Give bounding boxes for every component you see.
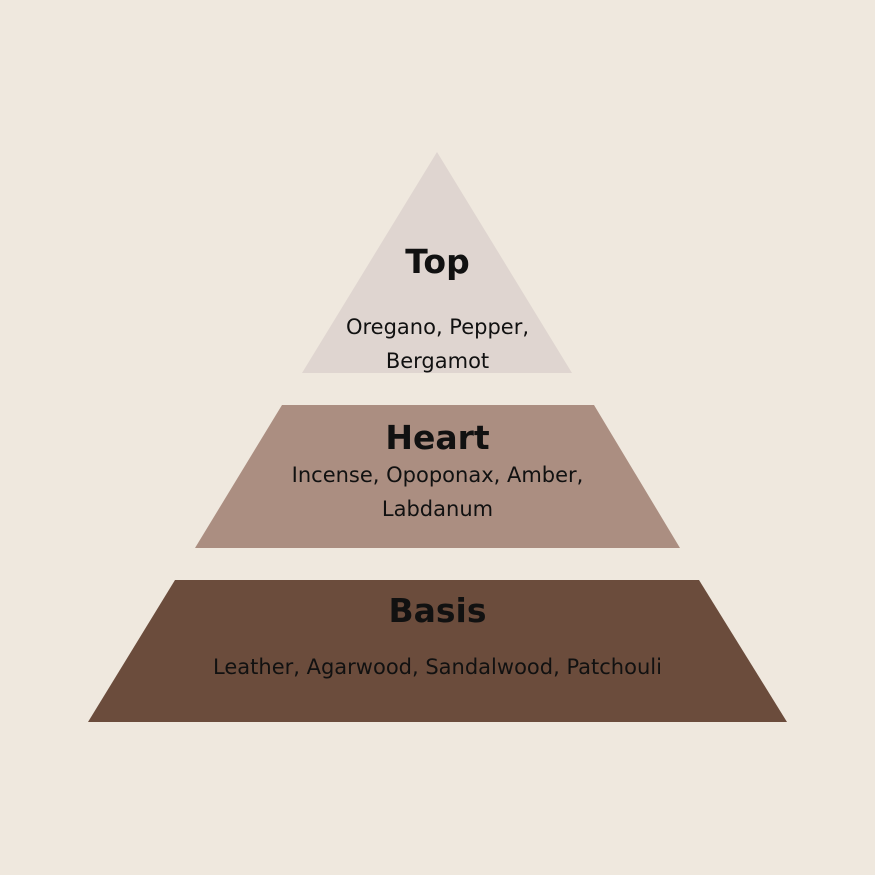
heart-tier-shape (195, 405, 680, 548)
heart-tier-title: Heart (385, 418, 490, 457)
basis-tier-title: Basis (388, 591, 487, 630)
basis-tier-shape (88, 580, 787, 722)
basis-tier-notes: Leather, Agarwood, Sandalwood, Patchouli (213, 655, 662, 679)
top-tier-notes-line2: Bergamot (385, 349, 490, 373)
top-tier-title: Top (405, 242, 470, 281)
top-tier-notes-line1: Oregano, Pepper, (345, 315, 530, 339)
heart-tier-notes-line2: Labdanum (381, 497, 494, 521)
heart-tier-notes-line1: Incense, Opoponax, Amber, (291, 463, 584, 487)
top-tier-shape (302, 152, 572, 373)
